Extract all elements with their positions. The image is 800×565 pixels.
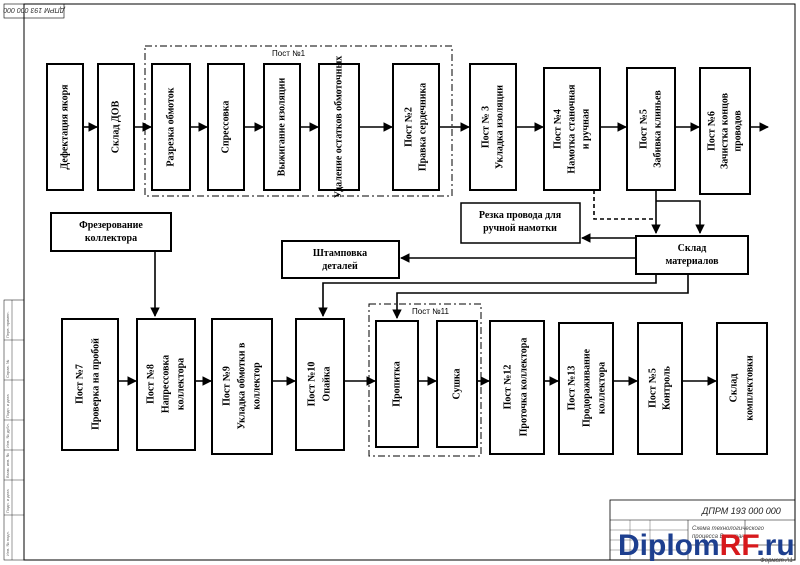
box-label: Укладка обмотки в	[236, 342, 247, 429]
box-impregnation: Пропитка	[375, 320, 419, 448]
box-label: Разрезка обмоток	[165, 87, 176, 166]
watermark-logo: DiplomRF.ru	[618, 529, 795, 562]
arrow	[318, 274, 657, 317]
box-label: Пост №9	[221, 366, 232, 406]
left-side-strip: Перв. примен. Справ. № Подп. и дата Инв.…	[3, 299, 25, 561]
corner-stamp-frame	[3, 3, 65, 19]
box-label: Пост № 3	[480, 106, 491, 148]
dashed-connector	[593, 190, 656, 220]
box-label: Сушка	[451, 368, 462, 399]
box-label: и ручная	[580, 108, 591, 149]
box-label: Пост №6	[706, 111, 717, 151]
box-post10: Пост №10 Опайка	[295, 318, 345, 451]
box-label: Пост №8	[145, 364, 156, 404]
box-post7: Пост №7 Проверка на пробой	[61, 318, 119, 451]
box-label: Пост №7	[74, 364, 85, 404]
box-dov-warehouse: Склад ДОВ	[97, 63, 135, 191]
box-burn-insulation: Выжигание изоляции	[263, 63, 301, 191]
title-block-desc: процесса Восстан.	[692, 534, 746, 540]
middle-connectors	[150, 190, 705, 319]
box-label: комплектовки	[744, 355, 755, 421]
box-label: Зачистка концов	[719, 92, 730, 169]
box-label: Резка провода для	[479, 210, 562, 221]
box-cut-windings: Разрезка обмоток	[151, 63, 191, 191]
box-label: Правка сердечника	[417, 83, 428, 171]
box-post3: Пост № 3 Укладка изоляции	[469, 63, 517, 191]
post1-group-label: Пост №1	[272, 49, 306, 58]
arrow	[656, 200, 705, 234]
title-block: ДПРМ 193 000 000 Схема технологического …	[609, 499, 796, 561]
box-label: Удаление остатков обмоточных	[333, 56, 344, 199]
box-post6: Пост №6 Зачистка концов проводов	[699, 67, 751, 195]
box-label: Фрезерование	[79, 220, 143, 231]
box-label: коллектора	[596, 362, 607, 414]
box-post5-top: Пост №5 Забивка клиньев	[626, 67, 676, 191]
box-drying: Сушка	[436, 320, 478, 448]
box-label: Склад	[728, 374, 739, 403]
box-post2: Пост №2 Правка сердечника	[392, 63, 440, 191]
box-label: ручной намотки	[483, 223, 557, 234]
box-label: Проточка коллектора	[518, 338, 529, 437]
side-label: Перв. примен.	[5, 311, 10, 338]
box-label: Пропитка	[391, 361, 402, 406]
box-label: Пост №4	[552, 109, 563, 149]
box-label: Проверка на пробой	[90, 338, 101, 430]
side-label: Справ. №	[5, 360, 10, 378]
box-milling: Фрезерование коллектора	[50, 212, 172, 252]
box-label: Спрессовка	[220, 101, 231, 154]
title-block-code: ДПРМ 193 000 000	[701, 506, 781, 516]
box-label: Склад	[678, 243, 707, 254]
post11-group-label: Пост №11	[412, 307, 450, 316]
box-label: коллектора	[175, 358, 186, 410]
box-label: Пост №10	[306, 362, 317, 407]
box-label: Штамповка	[313, 248, 367, 259]
box-kit-warehouse: Склад комплектовки	[716, 322, 768, 455]
box-label: Пост №5	[638, 109, 649, 149]
side-label: Подп. и дата	[5, 489, 10, 513]
post1-group-frame	[144, 45, 453, 197]
box-label: Склад ДОВ	[110, 100, 121, 153]
box-label: Пост №5	[647, 368, 658, 408]
arrow	[392, 274, 689, 319]
box-defect: Дефектация якоря	[46, 63, 84, 191]
box-label: Опайка	[321, 367, 332, 402]
drawing-frame	[23, 3, 796, 561]
box-label: коллектор	[251, 362, 262, 410]
box-post12: Пост №12 Проточка коллектора	[489, 320, 545, 455]
box-label: Контроль	[661, 365, 672, 410]
box-label: проводов	[732, 110, 743, 152]
box-label: коллектора	[85, 233, 137, 244]
side-label: Взам. инв. №	[5, 453, 10, 478]
side-label: Инв. № дубл.	[5, 423, 10, 448]
title-block-desc: Схема технологического	[692, 526, 765, 532]
box-post4: Пост №4 Намотка станочная и ручная	[543, 67, 601, 191]
box-press: Спрессовка	[207, 63, 245, 191]
box-label: Намотка станочная	[566, 84, 577, 174]
box-post13: Пост №13 Продораживание коллектора	[558, 322, 614, 455]
box-label: Продораживание	[581, 348, 592, 427]
box-label: Выжигание изоляции	[276, 78, 287, 177]
box-wire-cutting: Резка провода для ручной намотки	[460, 202, 581, 244]
box-label: Укладка изоляции	[494, 85, 505, 169]
box-remove-remnants: Удаление остатков обмоточных	[318, 56, 360, 199]
box-label: Дефектация якоря	[59, 84, 70, 170]
box-label: Напрессовка	[160, 355, 171, 413]
box-label: материалов	[665, 256, 719, 267]
box-post8: Пост №8 Напрессовка коллектора	[136, 318, 196, 451]
title-block-format: Формат А1	[760, 558, 793, 564]
box-materials-warehouse: Склад материалов	[635, 235, 749, 275]
side-label: Подп. и дата	[5, 394, 10, 418]
box-label: Пост №13	[566, 366, 577, 411]
box-stamping: Штамповка деталей	[281, 240, 400, 279]
side-label: Инв. № подл.	[5, 531, 10, 556]
corner-stamp: ДПРМ 193 000 000	[3, 6, 65, 13]
box-post5-control: Пост №5 Контроль	[637, 322, 683, 455]
box-label: Пост №12	[502, 365, 513, 410]
box-label: Пост №2	[403, 107, 414, 147]
box-label: деталей	[322, 261, 358, 272]
box-label: Забивка клиньев	[652, 90, 663, 168]
box-post9: Пост №9 Укладка обмотки в коллектор	[211, 318, 273, 455]
